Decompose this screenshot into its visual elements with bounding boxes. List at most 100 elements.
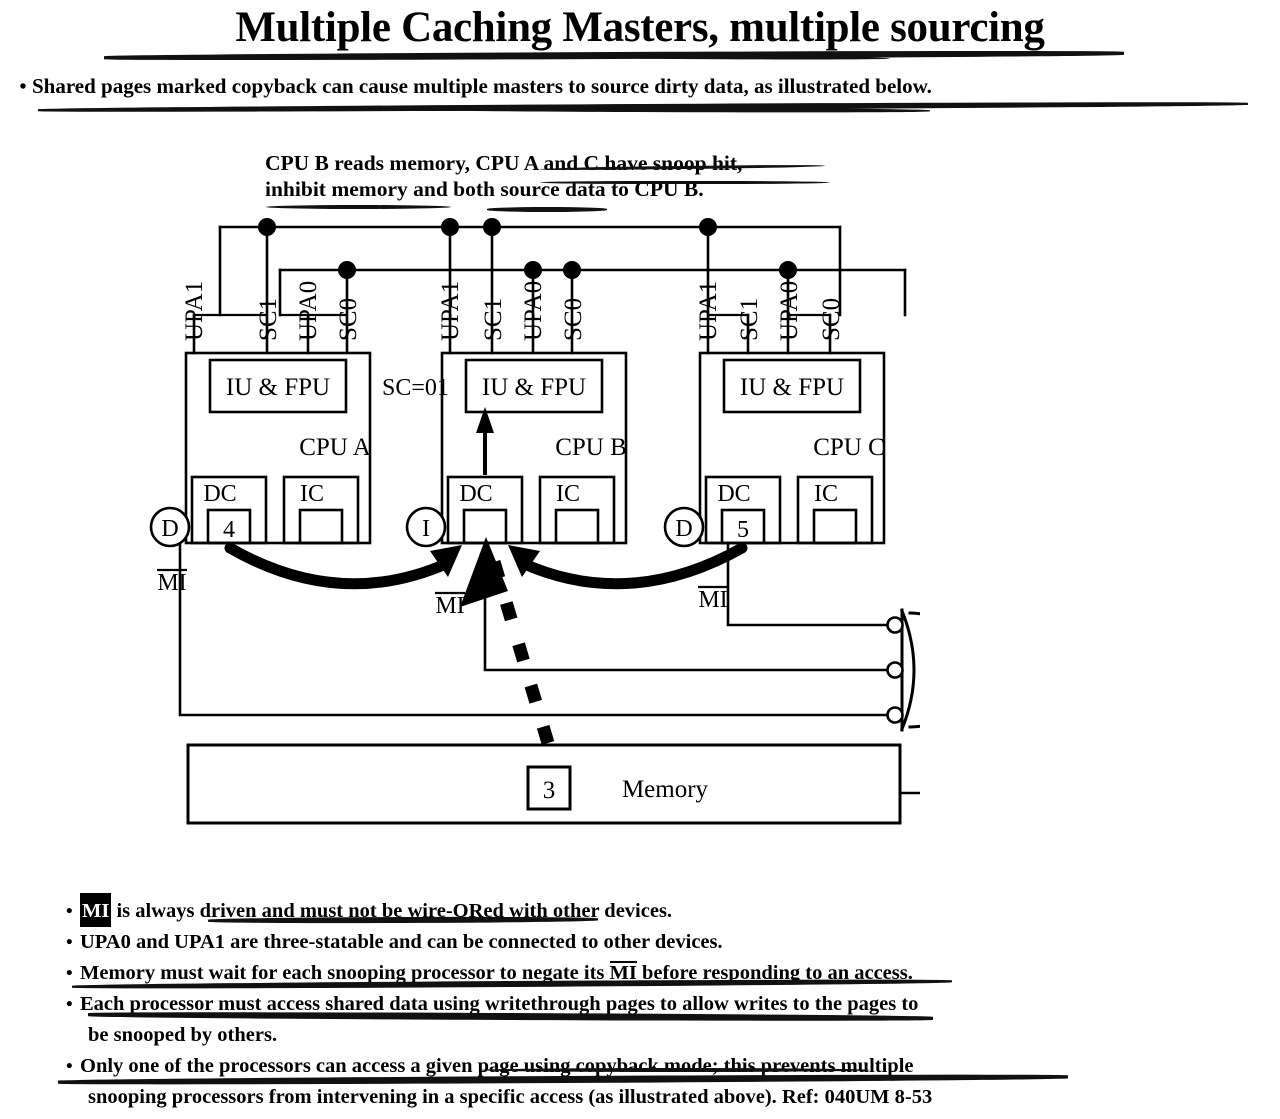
- lead-bullet: •Shared pages marked copyback can cause …: [14, 72, 1274, 101]
- cpu-a-core-box: [208, 358, 348, 414]
- cpu-a-ic-value-box: [298, 508, 344, 545]
- cpu-b-ic-value-box: [554, 508, 600, 545]
- page-title: Multiple Caching Masters, multiple sourc…: [235, 4, 1045, 51]
- memory-box: [186, 743, 902, 825]
- note-item-4: • Each processor must access shared data …: [66, 989, 1276, 1051]
- source-arrow-c-to-b-head: [508, 545, 540, 577]
- bus-junction-dot: [258, 218, 276, 236]
- nor-input-bubble-1: [886, 616, 904, 634]
- cpu-a-dc-value: 4: [223, 517, 235, 543]
- memory-marker-value: 3: [543, 777, 556, 804]
- nor-input-bubble-3: [886, 706, 904, 724]
- note-1-overbar-term: MI: [80, 893, 112, 927]
- note-item-2: • UPA0 and UPA1 are three-statable and ca…: [66, 927, 1276, 958]
- bullet-glyph: •: [19, 76, 27, 98]
- cpu-a-pin-label-upa1: UPA1: [181, 281, 208, 341]
- mi-wire-cpu-c: [726, 541, 892, 627]
- note-2-text: UPA0 and UPA1 are three-statable and can…: [80, 931, 723, 953]
- note-4-continuation: be snooped by others.: [88, 1024, 278, 1046]
- cpu-b-dc-value-box: [462, 508, 508, 545]
- bullet-glyph: •: [66, 932, 73, 953]
- caption-underline-stroke-1: [540, 181, 830, 184]
- bus-junction-dot: [483, 218, 501, 236]
- cpu-a-name: CPU A: [299, 434, 371, 461]
- cpu-b-pin-label-sc0: SC0: [560, 298, 587, 341]
- cpu-a-pin-label-upa0: UPA0: [295, 281, 322, 341]
- cpu-c-dc-value: 5: [737, 517, 749, 543]
- bus-junction-dot: [699, 218, 717, 236]
- source-arrow-c-to-b: [516, 542, 748, 590]
- cpu-c-body: [698, 351, 886, 545]
- bus-junction-dot: [338, 261, 356, 279]
- bus-junction-dot: [563, 261, 581, 279]
- cpu-b-ic-label: IC: [556, 481, 580, 507]
- cpu-c-name: CPU C: [813, 434, 885, 461]
- diagram-caption-line-1: CPU B reads memory, CPU A and C have sno…: [265, 151, 743, 175]
- cpu-a-body: [184, 351, 372, 545]
- cpu-c-ic-label: IC: [814, 481, 838, 507]
- cpu-b-name: CPU B: [555, 434, 627, 461]
- source-arrow-a-to-b: [224, 542, 454, 590]
- note-3-overbar-term: MI: [609, 961, 637, 984]
- cpu-c-core-label: IU & FPU: [740, 374, 844, 401]
- caption-underline-stroke-3: [487, 207, 607, 212]
- cpu-b-dc-label: DC: [459, 481, 492, 507]
- note-5-text: Only one of the processors can access a …: [80, 1055, 914, 1077]
- nor-gate-back-curve: [900, 609, 916, 731]
- sc-mode-label: SC=01: [382, 375, 449, 401]
- cpu-a-pin-label-sc0: SC0: [335, 298, 362, 341]
- cpu-a-state-circle: [149, 506, 191, 548]
- diagram-svg: UPA1 SC1 UPA0 SC0 UPA1 SC1 UPA0 SC0 UPA1…: [149, 218, 1182, 825]
- note-5-underline-stroke-2: [480, 1068, 870, 1072]
- cpu-b-state-circle: [405, 506, 447, 548]
- cpu-c-pin-label-upa1: UPA1: [695, 281, 722, 341]
- cpu-b-state-value: I: [422, 516, 430, 542]
- cpu-b-pin-label-upa0: UPA0: [520, 281, 547, 341]
- cpu-c-core-box: [722, 358, 862, 414]
- cpu-c-pin-label-sc0: SC0: [818, 298, 845, 341]
- bus-junction-dot: [524, 261, 542, 279]
- bullet-glyph: •: [66, 994, 73, 1015]
- caching-masters-diagram: UPA1 SC1 UPA0 SC0 UPA1 SC1 UPA0 SC0 UPA1…: [130, 215, 1182, 860]
- cpu-c-pin-label-upa0: UPA0: [776, 281, 803, 341]
- cpu-b-core-label: IU & FPU: [482, 374, 586, 401]
- cpu-b-body: [440, 351, 628, 545]
- nor-input-bubble-2: [886, 661, 904, 679]
- cpu-c-dc-label: DC: [717, 481, 750, 507]
- lead-bullet-text: Shared pages marked copyback can cause m…: [32, 74, 932, 98]
- cpu-a-state-value: D: [161, 516, 178, 542]
- bullet-glyph: •: [66, 1056, 73, 1077]
- mi-wire-cpu-a: [178, 541, 892, 717]
- caption-underline-stroke-2: [266, 205, 451, 209]
- bullet-glyph: •: [66, 901, 73, 922]
- cpu-c-mi-label: MI: [698, 587, 727, 613]
- cpu-b-pin-label-sc1: SC1: [480, 298, 507, 341]
- cpu-a-pin-label-sc1: SC1: [255, 298, 282, 341]
- note-4-text: Each processor must access shared data u…: [80, 993, 919, 1015]
- memory-to-cpu-b-arrowhead: [460, 537, 508, 607]
- cpu-a-dc-label: DC: [203, 481, 236, 507]
- cpu-a-core-label: IU & FPU: [226, 374, 330, 401]
- cpu-c-state-circle: [663, 506, 705, 548]
- memory-to-cpu-b-dashed-arrow: [485, 553, 555, 745]
- bus-junction-dot: [779, 261, 797, 279]
- cpu-b-dc-to-core-arrowhead: [476, 407, 494, 433]
- bullet-glyph: •: [66, 963, 73, 984]
- bus-junction-dot: [441, 218, 459, 236]
- diagram-caption: CPU B reads memory, CPU A and C have sno…: [265, 150, 742, 202]
- mi-wire-cpu-b: [483, 541, 892, 672]
- cpu-b-mi-label: MI: [435, 593, 464, 619]
- cpu-b-pin-label-upa1: UPA1: [437, 281, 464, 341]
- memory-marker-box: [526, 765, 572, 811]
- note-item-3: •Memory must wait for each snooping proc…: [66, 958, 1276, 989]
- cpu-b-core-box: [464, 358, 604, 414]
- cpu-a-ic-label: IC: [300, 481, 324, 507]
- cpu-a-mi-label: MI: [157, 570, 186, 596]
- cpu-c-state-value: D: [675, 516, 692, 542]
- memory-label: Memory: [622, 776, 709, 803]
- diagram-caption-line-2: inhibit memory and both source data to C…: [265, 177, 704, 201]
- note-5-continuation: snooping processors from intervening in …: [88, 1086, 933, 1108]
- note-3-text: before responding to an access.: [636, 962, 913, 984]
- cpu-c-ic-value-box: [812, 508, 858, 545]
- source-arrow-a-to-b-head: [430, 545, 462, 577]
